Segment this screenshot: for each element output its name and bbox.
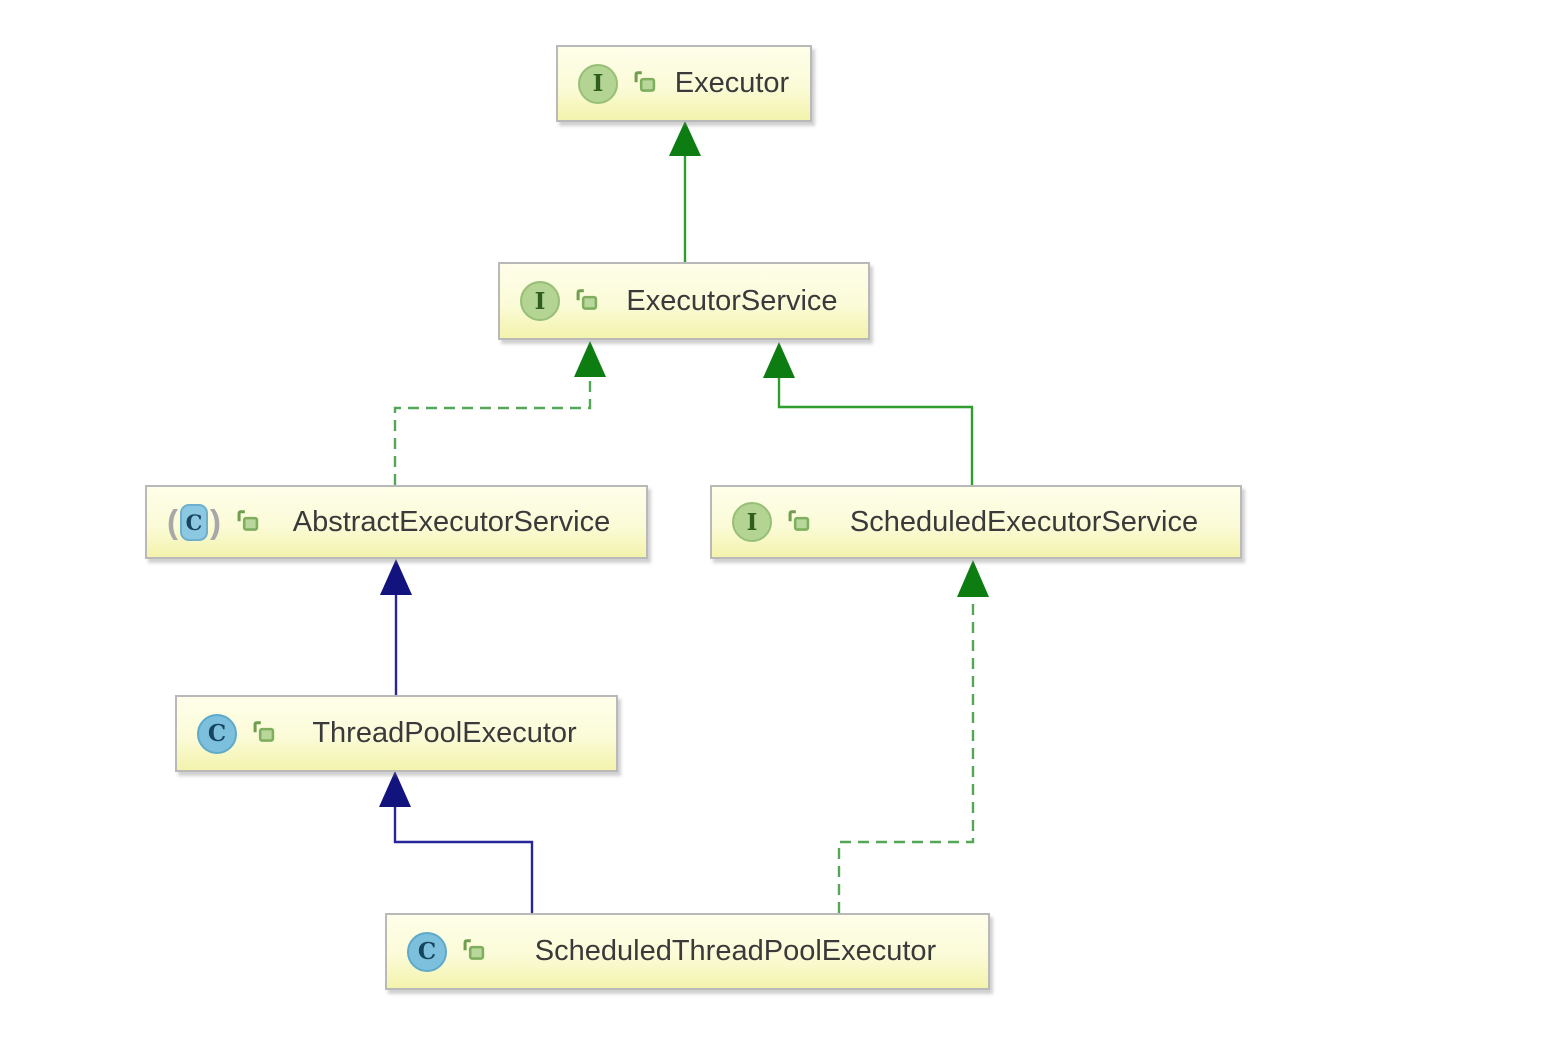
interface-icon-letter: I bbox=[592, 70, 604, 97]
edge-threadpoolexecutor-extends-abstractexecutorservice[interactable] bbox=[380, 559, 412, 695]
class-node-threadpoolexecutor[interactable]: C ThreadPoolExecutor bbox=[175, 695, 618, 772]
class-icon-letter: C bbox=[417, 938, 437, 965]
node-label: ScheduledThreadPoolExecutor bbox=[534, 935, 937, 967]
arrowhead-icon bbox=[574, 341, 606, 377]
lock-icon bbox=[237, 509, 259, 531]
interface-icon: I bbox=[520, 281, 560, 321]
class-node-executor[interactable]: I Executor bbox=[556, 45, 812, 122]
node-label: AbstractExecutorService bbox=[292, 505, 611, 538]
interface-icon-letter: I bbox=[534, 287, 546, 315]
node-label: ExecutorService bbox=[626, 284, 838, 317]
edge-line bbox=[837, 596, 975, 913]
edge-abstractexecutorservice-implements-executorservice[interactable] bbox=[393, 341, 606, 485]
lock-icon bbox=[463, 939, 485, 960]
class-icon: C bbox=[197, 713, 237, 754]
arrowhead-icon bbox=[957, 560, 989, 597]
node-label: ThreadPoolExecutor bbox=[312, 717, 577, 749]
interface-icon-letter: I bbox=[746, 508, 758, 536]
edge-scheduledthreadpoolexecutor-implements-scheduledexecutorservice[interactable] bbox=[837, 560, 989, 913]
interface-icon: I bbox=[732, 502, 772, 542]
class-node-abstractexecutorservice[interactable]: C AbstractExecutorService bbox=[145, 485, 648, 559]
node-label: ScheduledExecutorService bbox=[849, 505, 1199, 538]
edge-scheduledthreadpoolexecutor-extends-threadpoolexecutor[interactable] bbox=[379, 771, 534, 913]
arrowhead-icon bbox=[379, 771, 411, 807]
edge-scheduledexecutorservice-extends-executorservice[interactable] bbox=[763, 342, 974, 485]
class-icon: C bbox=[407, 931, 447, 972]
class-node-scheduledexecutorservice[interactable]: I ScheduledExecutorService bbox=[710, 485, 1242, 559]
edge-line bbox=[393, 375, 592, 485]
lock-icon bbox=[788, 509, 810, 531]
arrowhead-icon bbox=[669, 121, 701, 156]
lock-icon bbox=[253, 721, 275, 742]
node-label: Executor bbox=[674, 67, 790, 99]
class-node-executorservice[interactable]: I ExecutorService bbox=[498, 262, 870, 340]
interface-icon: I bbox=[578, 63, 618, 104]
class-node-scheduledthreadpoolexecutor[interactable]: C ScheduledThreadPoolExecutor bbox=[385, 913, 990, 990]
abstract-class-icon-letter: C bbox=[180, 503, 208, 541]
arrowhead-icon bbox=[380, 559, 412, 595]
abstract-class-icon: C bbox=[167, 503, 221, 541]
edge-line bbox=[393, 806, 534, 913]
class-icon-letter: C bbox=[207, 720, 227, 747]
lock-icon bbox=[634, 71, 656, 92]
edge-executorservice-extends-executor[interactable] bbox=[669, 121, 701, 262]
lock-icon bbox=[576, 288, 598, 310]
arrowhead-icon bbox=[763, 342, 795, 378]
edge-line bbox=[777, 376, 974, 485]
